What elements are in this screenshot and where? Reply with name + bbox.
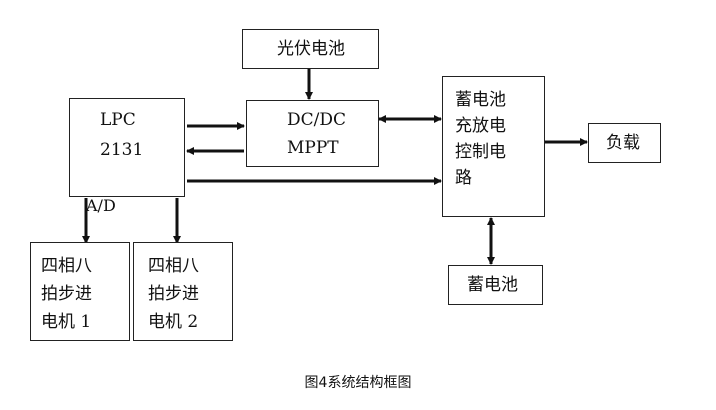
- block-pv-cells: 光伏电池: [242, 29, 379, 69]
- block-motor1-line2: 拍步进: [41, 284, 92, 304]
- block-charge-controller: 蓄电池 充放电 控制电 路: [442, 76, 545, 217]
- block-motor2-line3: 电机 2: [148, 312, 199, 332]
- block-load: 负载: [588, 123, 661, 163]
- block-ctrl-line3: 控制电: [455, 142, 506, 162]
- block-motor1-line1: 四相八: [41, 256, 92, 276]
- block-ctrl-line2: 充放电: [455, 116, 506, 136]
- block-lpc-line1: LPC: [100, 110, 136, 130]
- block-motor-1: 四相八 拍步进 电机 1: [30, 242, 130, 341]
- block-dcdc-line1: DC/DC: [287, 110, 347, 130]
- block-lpc2131: LPC 2131: [69, 98, 185, 197]
- figure-caption: 图4系统结构框图: [304, 375, 412, 391]
- ad-label: A/D: [86, 196, 116, 215]
- block-lpc-line2: 2131: [100, 140, 144, 160]
- block-motor2-line2: 拍步进: [148, 284, 199, 304]
- block-dcdc-mppt: DC/DC MPPT: [246, 100, 379, 167]
- block-battery: 蓄电池: [448, 265, 543, 305]
- block-ctrl-line1: 蓄电池: [455, 90, 506, 110]
- block-battery-label: 蓄电池: [467, 275, 518, 295]
- block-load-label: 负载: [606, 133, 640, 153]
- block-motor1-line3: 电机 1: [41, 312, 92, 332]
- block-dcdc-line2: MPPT: [287, 138, 339, 158]
- block-motor2-line1: 四相八: [148, 256, 199, 276]
- block-pv-label: 光伏电池: [277, 39, 345, 59]
- block-ctrl-line4: 路: [455, 168, 472, 188]
- block-motor-2: 四相八 拍步进 电机 2: [133, 242, 233, 341]
